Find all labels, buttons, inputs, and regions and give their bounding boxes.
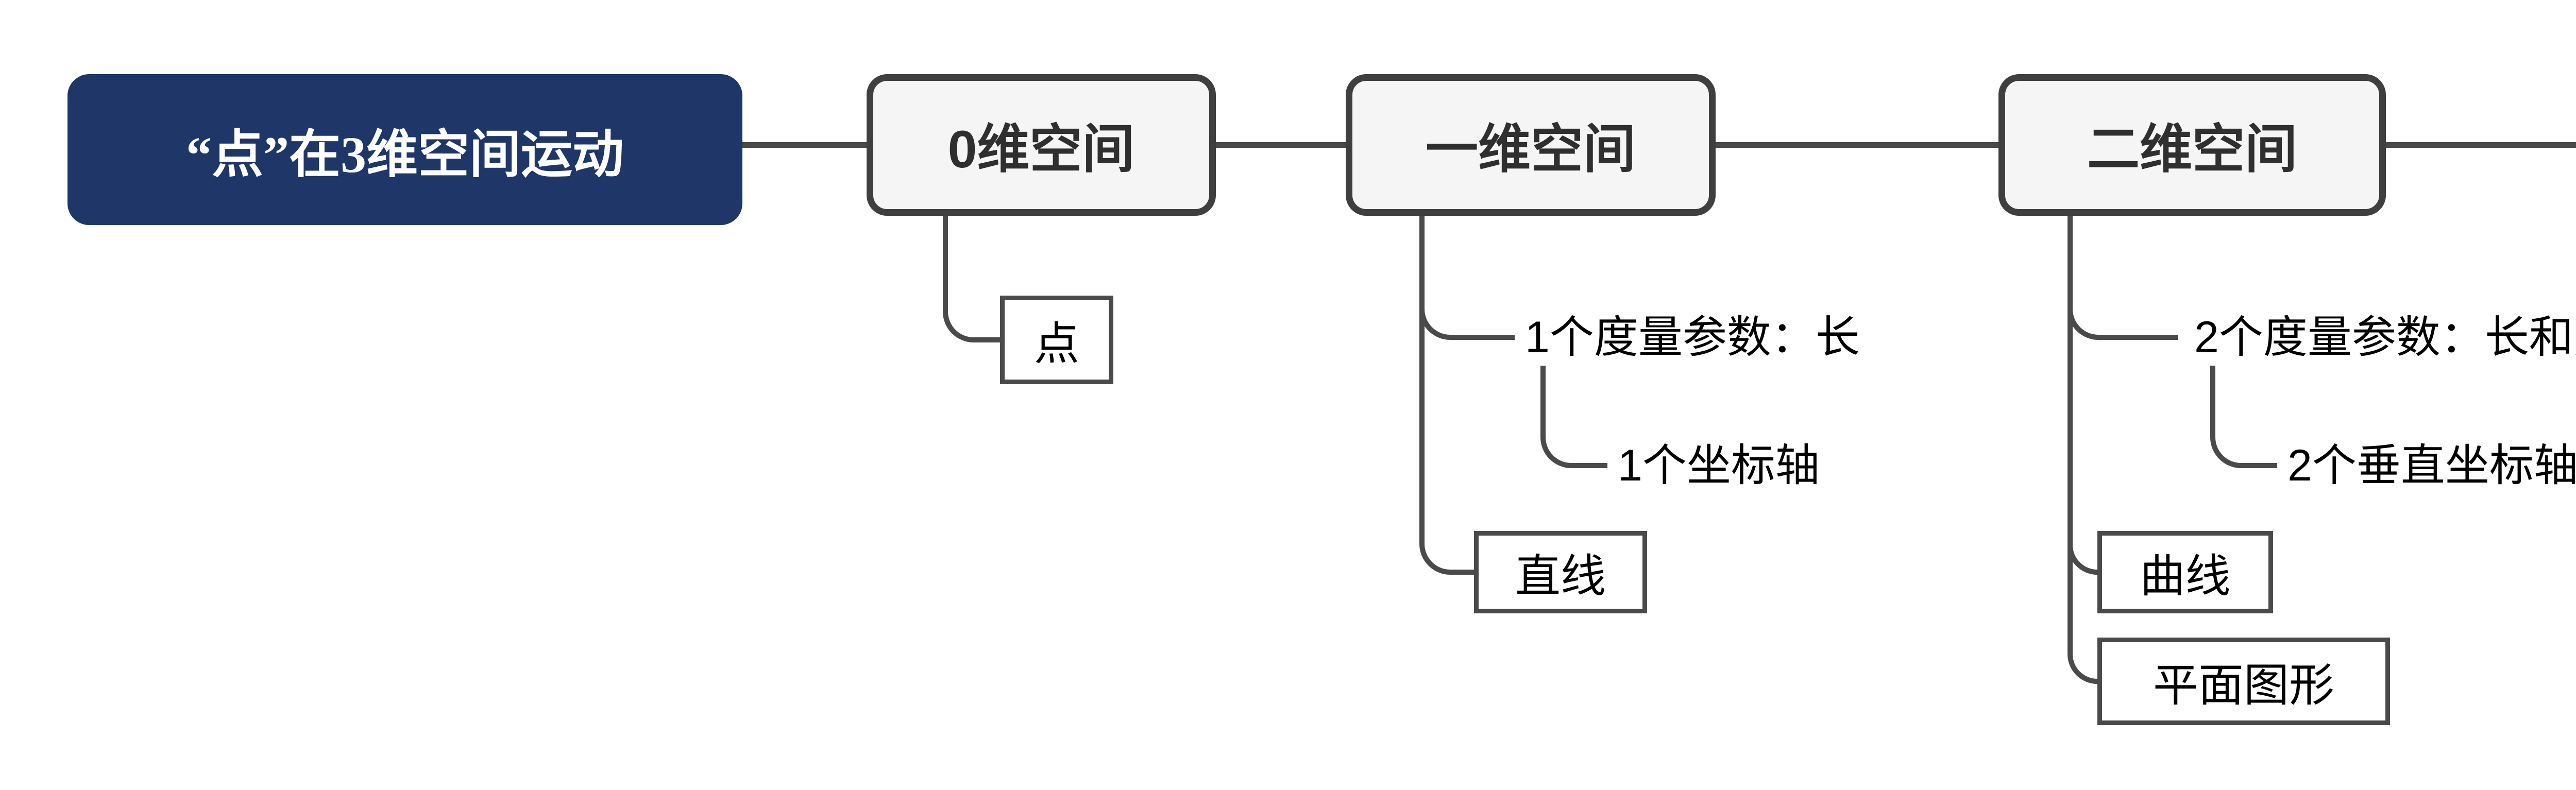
branch-node-2d[interactable]: 二维空间 <box>1998 74 2386 216</box>
leaf-box-straight-line[interactable]: 直线 <box>1474 531 1647 613</box>
connector-branch2-to-branch3 <box>2386 142 2576 148</box>
elbow-1d-to-param-text <box>1419 216 1515 340</box>
subtopic-1d-axis[interactable]: 1个坐标轴 <box>1618 441 1820 490</box>
elbow-2d-to-param-text <box>2067 216 2178 340</box>
connector-root-to-branch0 <box>742 142 867 148</box>
elbow-param2-to-axes-text <box>2210 366 2277 468</box>
elbow-param1-to-axis-text <box>1540 366 1607 468</box>
leaf-box-curve[interactable]: 曲线 <box>2097 531 2273 613</box>
subtopic-1d-measure-param[interactable]: 1个度量参数：长 <box>1525 313 1860 362</box>
leaf-box-plane-figure[interactable]: 平面图形 <box>2097 638 2390 725</box>
root-node[interactable]: “点”在3维空间运动 <box>67 74 742 225</box>
subtopic-2d-measure-param[interactable]: 2个度量参数：长和宽 <box>2194 313 2576 362</box>
branch-node-1d[interactable]: 一维空间 <box>1346 74 1716 216</box>
connector-branch0-to-branch1 <box>1216 142 1346 148</box>
subtopic-2d-axes[interactable]: 2个垂直坐标轴 <box>2287 441 2576 490</box>
leaf-box-point[interactable]: 点 <box>1000 296 1113 384</box>
branch-node-0d[interactable]: 0维空间 <box>867 74 1216 216</box>
elbow-1d-to-line-box <box>1419 216 1474 575</box>
connector-branch1-to-branch2 <box>1716 142 1998 148</box>
elbow-0d-to-dot <box>943 216 1000 342</box>
